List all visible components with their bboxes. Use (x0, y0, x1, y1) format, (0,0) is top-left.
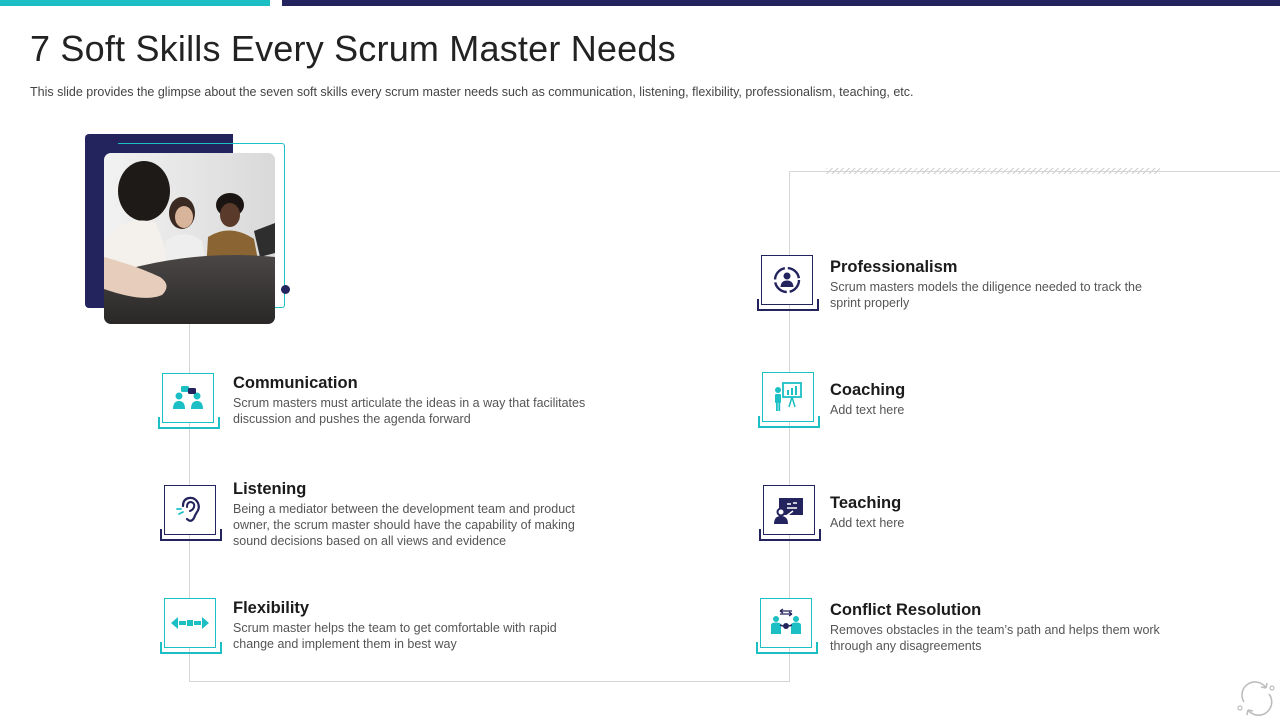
skill-title: Teaching (830, 494, 902, 512)
skill-description: Removes obstacles in the team’s path and… (830, 623, 1160, 653)
skill-conflict-resolution: Conflict Resolution Removes obstacles in… (830, 601, 1210, 654)
slide-title: 7 Soft Skills Every Scrum Master Needs (30, 28, 676, 69)
conflict-resolution-icon-box (756, 598, 818, 654)
conflict-resolution-icon (771, 608, 801, 634)
skill-title: Professionalism (830, 258, 958, 276)
professional-person-icon (773, 266, 801, 294)
skill-description: Being a mediator between the development… (233, 502, 575, 548)
skill-coaching: Coaching Add text here (830, 381, 1210, 418)
people-talking-icon (173, 386, 203, 409)
skill-description: Scrum masters must articulate the ideas … (233, 396, 586, 426)
flexibility-icon-box (160, 598, 222, 654)
skill-title: Communication (233, 374, 358, 392)
top-accent-bar-teal (0, 0, 270, 6)
skill-title: Coaching (830, 381, 906, 399)
hatch-decoration (826, 168, 1160, 174)
photo-accent-dot (281, 285, 290, 294)
skill-description: Scrum master helps the team to get comfo… (233, 621, 557, 651)
skill-teaching: Teaching Add text here (830, 494, 1210, 531)
skill-description: Scrum masters models the diligence neede… (830, 280, 1142, 310)
cycle-arrows-icon (1237, 681, 1275, 716)
skill-professionalism: Professionalism Scrum masters models the… (830, 258, 1210, 311)
ear-icon (176, 496, 200, 522)
communication-icon-box (158, 373, 220, 429)
teaching-icon-box (759, 485, 821, 541)
meeting-photo (104, 153, 275, 324)
skill-title: Conflict Resolution (830, 601, 982, 619)
presentation-board-icon (775, 382, 802, 411)
cycle-logo (1236, 680, 1276, 716)
skill-description: Add text here (830, 516, 905, 530)
listening-icon-box (160, 485, 222, 541)
skill-flexibility: Flexibility Scrum master helps the team … (233, 599, 613, 652)
professionalism-icon-box (757, 255, 819, 311)
connector-bottom-horizontal (189, 681, 789, 682)
slide-subtitle: This slide provides the glimpse about th… (30, 85, 914, 99)
skill-listening: Listening Being a mediator between the d… (233, 480, 613, 549)
skill-communication: Communication Scrum masters must articul… (233, 374, 613, 427)
top-accent-bar-navy (282, 0, 1280, 6)
skill-title: Flexibility (233, 599, 310, 617)
teacher-screen-icon (774, 498, 803, 524)
skill-description: Add text here (830, 403, 905, 417)
skill-title: Listening (233, 480, 307, 498)
arrows-left-right-icon (171, 617, 209, 629)
coaching-icon-box (758, 372, 820, 428)
